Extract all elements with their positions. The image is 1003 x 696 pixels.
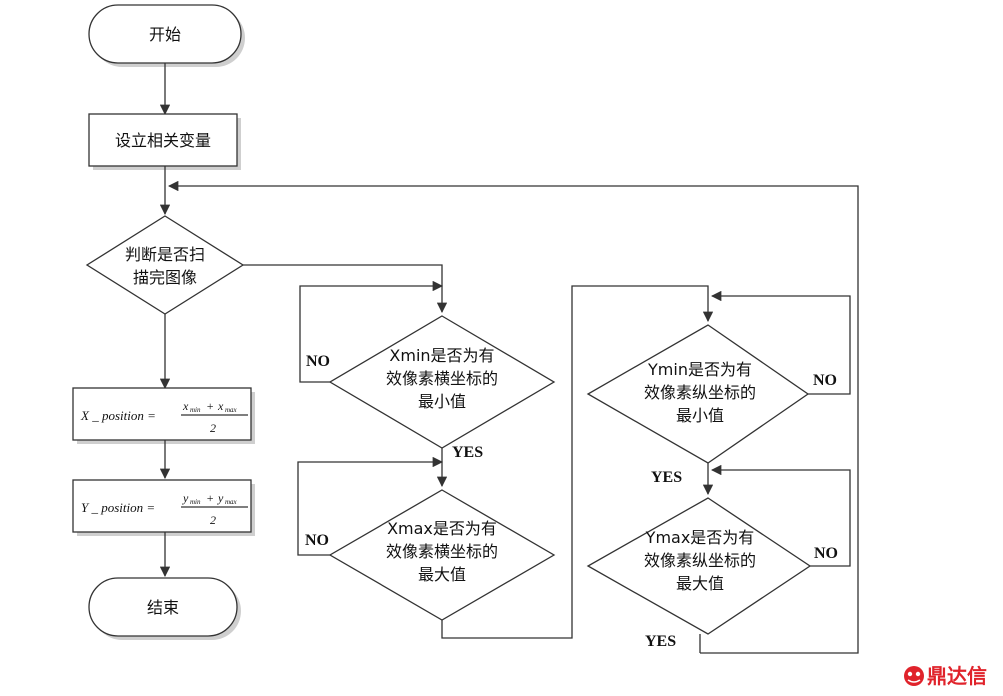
xmax-decision: Xmax是否为有 效像素横坐标的 最大值 — [328, 489, 556, 621]
ymax-line-3: 最大值 — [676, 574, 724, 593]
xmax-no-loop — [297, 456, 444, 556]
x-position-sub-a: min — [190, 406, 201, 414]
scan-complete-line-1: 判断是否扫 — [125, 245, 205, 264]
xmax-line-2: 效像素横坐标的 — [386, 542, 498, 561]
y-position-lhs: Y _ position = — [81, 500, 155, 515]
ymin-decision: Ymin是否为有 效像素纵坐标的 最小值 — [586, 324, 810, 464]
ymax-decision: Ymax是否为有 效像素纵坐标的 最大值 — [586, 497, 812, 635]
y-position-term-a: y — [182, 491, 189, 505]
y-position-term-b: y — [217, 491, 224, 505]
arrow-scan-to-xmin — [243, 264, 448, 314]
ymin-line-2: 效像素纵坐标的 — [644, 383, 756, 402]
end-terminal: 结束 — [88, 577, 241, 640]
y-position-sub-b: max — [225, 498, 238, 506]
watermark: 鼎达信 — [904, 664, 987, 688]
ymax-line-2: 效像素纵坐标的 — [644, 551, 756, 570]
x-position-lhs: X _ position = — [80, 408, 156, 423]
x-position-process: X _ position = x min + x max 2 — [72, 387, 255, 444]
set-variables-process: 设立相关变量 — [88, 113, 241, 170]
xmin-line-3: 最小值 — [418, 392, 466, 411]
ymax-no-label: NO — [814, 545, 838, 562]
ymin-yes-label: YES — [651, 469, 682, 486]
xmin-no-loop — [299, 280, 444, 383]
xmax-no-label: NO — [305, 532, 329, 549]
loop-back-to-scan-check — [167, 180, 859, 654]
end-label: 结束 — [147, 598, 179, 617]
ymin-line-1: Ymin是否为有 — [647, 360, 752, 379]
ymax-line-1: Ymax是否为有 — [645, 528, 755, 547]
ymax-yes-label: YES — [645, 633, 676, 650]
y-position-process: Y _ position = y min + y max 2 — [72, 479, 255, 536]
xmin-yes-label: YES — [452, 444, 483, 461]
y-position-sub-a: min — [190, 498, 201, 506]
x-position-denominator: 2 — [210, 421, 216, 435]
ymin-line-3: 最小值 — [676, 406, 724, 425]
dingdaxin-logo-icon — [904, 666, 924, 686]
watermark-text: 鼎达信 — [927, 664, 987, 688]
x-position-plus: + — [206, 399, 214, 413]
ymin-no-label: NO — [813, 372, 837, 389]
start-label: 开始 — [149, 25, 181, 44]
start-terminal: 开始 — [88, 4, 245, 67]
set-variables-label: 设立相关变量 — [115, 131, 211, 150]
ymin-no-loop — [710, 290, 851, 395]
x-position-sub-b: max — [225, 406, 238, 414]
xmin-no-label: NO — [306, 353, 330, 370]
x-position-term-b: x — [217, 399, 224, 413]
y-position-denominator: 2 — [210, 513, 216, 527]
scan-complete-decision: 判断是否扫 描完图像 — [85, 215, 245, 315]
y-position-plus: + — [206, 491, 214, 505]
xmax-line-3: 最大值 — [418, 565, 466, 584]
arrow-xmax-yes-to-ymin — [441, 285, 714, 639]
xmax-line-1: Xmax是否为有 — [387, 519, 497, 538]
x-position-term-a: x — [182, 399, 189, 413]
xmin-line-2: 效像素横坐标的 — [386, 369, 498, 388]
ymax-no-loop — [710, 464, 851, 567]
scan-complete-line-2: 描完图像 — [133, 268, 197, 287]
xmin-line-1: Xmin是否为有 — [389, 346, 494, 365]
xmin-decision: Xmin是否为有 效像素横坐标的 最小值 — [328, 315, 556, 449]
